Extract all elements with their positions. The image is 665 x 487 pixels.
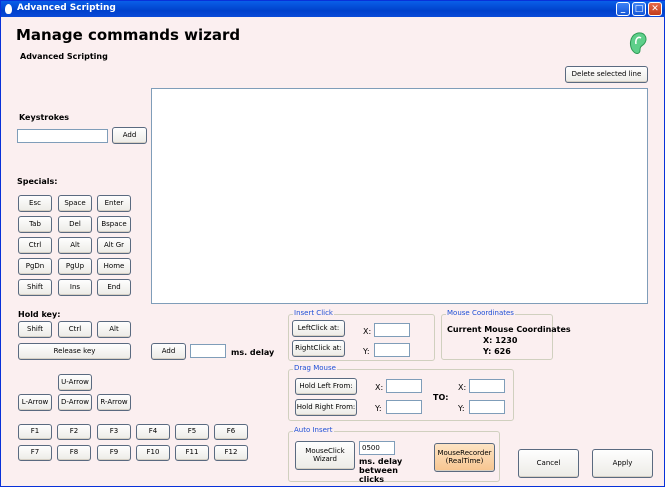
- drag-from-y-input[interactable]: [386, 400, 422, 414]
- special-key-button[interactable]: Bspace: [97, 216, 131, 233]
- function-key-button[interactable]: F12: [214, 445, 248, 461]
- specials-label: Specials:: [17, 177, 58, 186]
- keystrokes-input[interactable]: [17, 129, 108, 143]
- special-key-button[interactable]: Esc: [18, 195, 52, 212]
- right-click-at-button[interactable]: RightClick at:: [292, 340, 345, 357]
- hold-alt-button[interactable]: Alt: [97, 321, 131, 338]
- left-click-at-button[interactable]: LeftClick at:: [292, 320, 345, 337]
- special-key-button[interactable]: PgDn: [18, 258, 52, 275]
- left-arrow-button[interactable]: L-Arrow: [18, 394, 52, 411]
- maximize-icon: □: [634, 4, 644, 14]
- ear-icon: [629, 32, 647, 54]
- release-key-button[interactable]: Release key: [18, 343, 131, 360]
- add-delay-button[interactable]: Add: [151, 343, 186, 360]
- right-arrow-button[interactable]: R-Arrow: [97, 394, 131, 411]
- mouse-x-value: X: 1230: [483, 336, 518, 345]
- drag-to-label: TO:: [433, 393, 449, 402]
- page-title: Manage commands wizard: [16, 26, 241, 44]
- function-key-button[interactable]: F1: [18, 424, 52, 440]
- special-key-button[interactable]: Ctrl: [18, 237, 52, 254]
- special-key-button[interactable]: Alt: [58, 237, 92, 254]
- drag-mouse-title: Drag Mouse: [293, 364, 337, 372]
- mouse-click-wizard-button[interactable]: MouseClick Wizard: [295, 441, 355, 470]
- drag-to-x-label: X:: [458, 383, 467, 392]
- mouse-y-value: Y: 626: [483, 347, 511, 356]
- function-key-button[interactable]: F2: [57, 424, 91, 440]
- auto-insert-delay-input[interactable]: 0500: [359, 441, 395, 455]
- drag-mouse-group: Drag Mouse: [288, 364, 514, 421]
- auto-insert-delay-label: ms. delay between clicks: [359, 457, 403, 484]
- hold-shift-button[interactable]: Shift: [18, 321, 52, 338]
- delete-selected-line-button[interactable]: Delete selected line: [565, 66, 648, 83]
- function-key-button[interactable]: F8: [57, 445, 91, 461]
- maximize-button[interactable]: □: [632, 2, 646, 16]
- special-key-button[interactable]: Shift: [18, 279, 52, 296]
- up-arrow-button[interactable]: U-Arrow: [58, 374, 92, 391]
- keystrokes-label: Keystrokes: [19, 113, 70, 122]
- mouse-recorder-button[interactable]: MouseRecorder (RealTime): [434, 443, 495, 472]
- window-title: Advanced Scripting: [17, 3, 116, 13]
- app-icon: [5, 4, 12, 14]
- insert-click-title: Insert Click: [293, 309, 334, 317]
- minimize-button[interactable]: _: [616, 2, 630, 16]
- mouse-coordinates-title: Mouse Coordinates: [446, 309, 515, 317]
- function-key-button[interactable]: F7: [18, 445, 52, 461]
- script-lines-list[interactable]: [151, 88, 648, 304]
- add-keystrokes-button[interactable]: Add: [112, 127, 147, 144]
- apply-button[interactable]: Apply: [592, 449, 653, 478]
- function-key-button[interactable]: F10: [136, 445, 170, 461]
- function-key-button[interactable]: F4: [136, 424, 170, 440]
- delay-unit-label: ms. delay: [231, 348, 275, 357]
- drag-from-x-label: X:: [375, 383, 384, 392]
- close-icon: ✕: [651, 4, 659, 14]
- special-key-button[interactable]: Ins: [58, 279, 92, 296]
- drag-to-y-input[interactable]: [469, 400, 505, 414]
- down-arrow-button[interactable]: D-Arrow: [58, 394, 92, 411]
- drag-from-y-label: Y:: [375, 404, 382, 413]
- function-key-button[interactable]: F9: [97, 445, 131, 461]
- function-key-button[interactable]: F11: [175, 445, 209, 461]
- special-key-button[interactable]: Home: [97, 258, 131, 275]
- drag-to-y-label: Y:: [458, 404, 465, 413]
- special-key-button[interactable]: Space: [58, 195, 92, 212]
- special-key-button[interactable]: End: [97, 279, 131, 296]
- function-key-button[interactable]: F5: [175, 424, 209, 440]
- page-subtitle: Advanced Scripting: [20, 52, 108, 61]
- special-key-button[interactable]: Alt Gr: [97, 237, 131, 254]
- minimize-icon: _: [620, 4, 626, 14]
- click-y-label: Y:: [363, 347, 370, 356]
- close-button[interactable]: ✕: [648, 2, 662, 16]
- hold-right-from-button[interactable]: Hold Right From:: [295, 399, 357, 416]
- drag-from-x-input[interactable]: [386, 379, 422, 393]
- mouse-coordinates-group: Mouse Coordinates: [441, 309, 553, 360]
- hold-left-from-button[interactable]: Hold Left From:: [295, 378, 357, 395]
- current-mouse-coordinates-heading: Current Mouse Coordinates: [447, 325, 571, 334]
- click-x-label: X:: [363, 327, 372, 336]
- auto-insert-group: Auto Insert: [288, 426, 500, 482]
- click-x-input[interactable]: [374, 323, 410, 337]
- special-key-button[interactable]: PgUp: [58, 258, 92, 275]
- insert-click-group: Insert Click: [288, 309, 435, 361]
- special-key-button[interactable]: Tab: [18, 216, 52, 233]
- delay-input[interactable]: [190, 344, 226, 358]
- drag-to-x-input[interactable]: [469, 379, 505, 393]
- click-y-input[interactable]: [374, 343, 410, 357]
- hold-ctrl-button[interactable]: Ctrl: [58, 321, 92, 338]
- special-key-button[interactable]: Enter: [97, 195, 131, 212]
- function-key-button[interactable]: F3: [97, 424, 131, 440]
- cancel-button[interactable]: Cancel: [518, 449, 579, 478]
- hold-key-label: Hold key:: [18, 310, 61, 319]
- special-key-button[interactable]: Del: [58, 216, 92, 233]
- auto-insert-title: Auto Insert: [293, 426, 334, 434]
- title-bar: Advanced Scripting _ □ ✕: [1, 1, 665, 17]
- function-key-button[interactable]: F6: [214, 424, 248, 440]
